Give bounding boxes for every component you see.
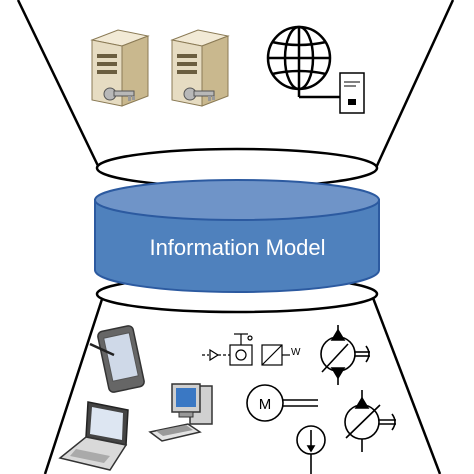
information-model-cylinder [94,179,380,293]
network-device-icon [339,72,365,114]
hourglass-outline [16,0,455,474]
motor-symbol-icon [246,384,318,422]
information-model-label: Information Model [149,235,326,260]
server-with-key-icon [170,29,230,107]
bottom-left-funnel-edge [43,289,107,474]
top-left-funnel-edge [16,0,102,171]
valve-actuator-symbol-icon [202,333,290,366]
desktop-computer-icon [148,383,213,442]
top-right-funnel-edge [373,0,455,171]
cylinder-body [94,199,380,293]
laptop-icon [58,401,129,471]
cylinder-top [94,179,380,221]
bottom-right-funnel-edge [368,289,442,474]
globe-network-icon [266,25,340,99]
hydraulic-pump-symbol-icon [320,325,370,385]
tablet-icon [89,325,145,393]
variable-pump-symbol-icon [344,390,396,452]
pressure-gauge-symbol-icon [296,425,326,474]
server-with-key-icon [90,29,150,107]
actuator-letter: W [291,347,301,358]
motor-letter: M [259,396,272,413]
